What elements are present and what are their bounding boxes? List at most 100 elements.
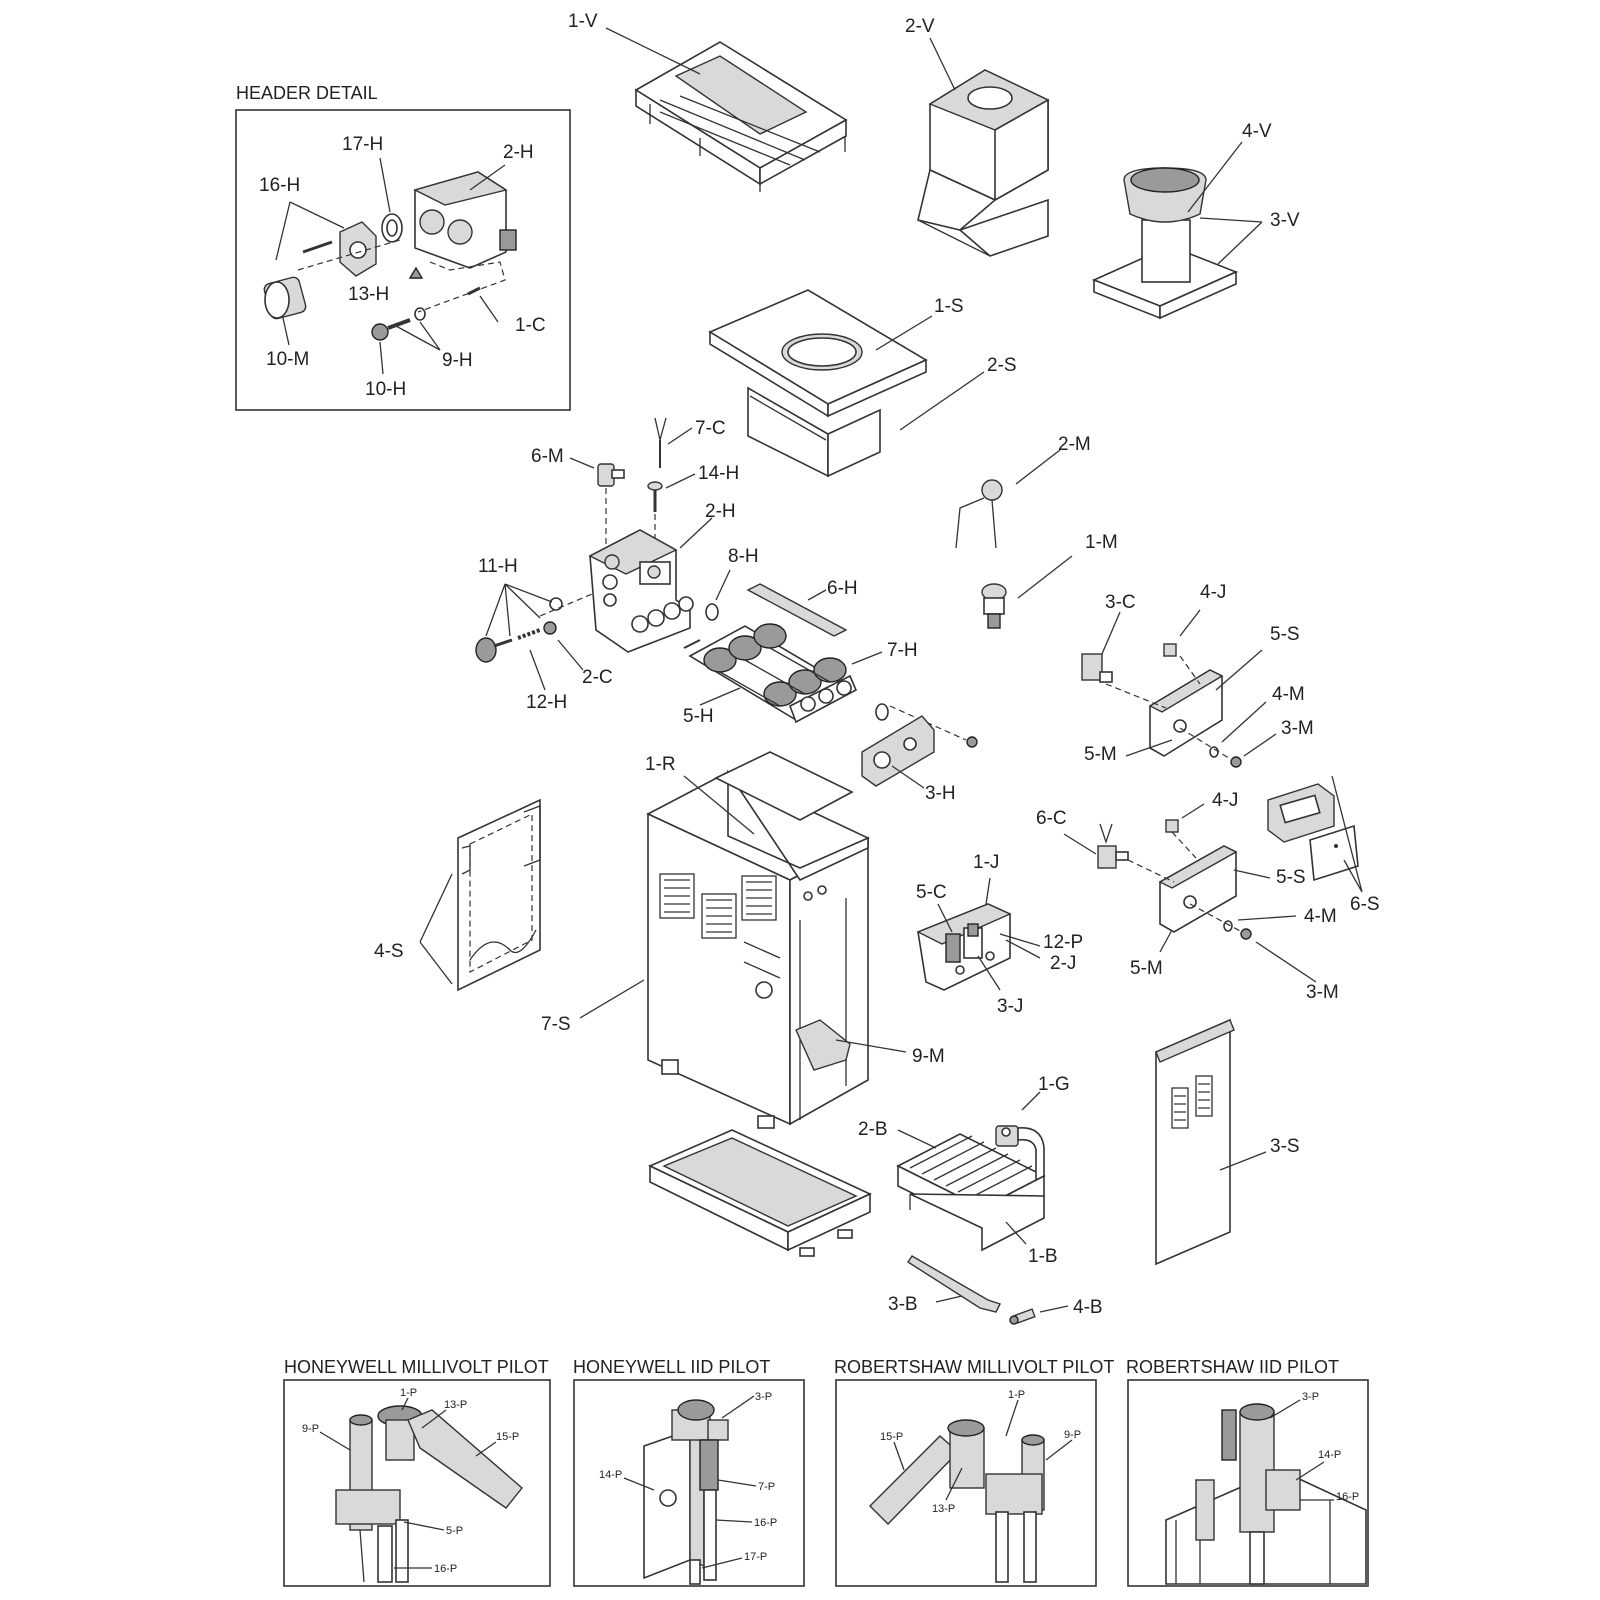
pressure-switch-1-m [981, 583, 1007, 629]
honeywell-millivolt-pilot-inset: HONEYWELL MILLIVOLT PILOT 1-P 13-P 9-P 1… [283, 1357, 551, 1587]
base-tray [648, 1129, 872, 1257]
label-4-b: 4-B [1073, 1297, 1103, 1318]
knob-4-j-lower [1165, 819, 1179, 833]
switch-6-c [1097, 823, 1129, 869]
thermostat-well-7-c [654, 417, 667, 468]
rm-label-13-p: 13-P [932, 1503, 955, 1515]
label-1-b: 1-B [1028, 1246, 1058, 1267]
label-7-h: 7-H [887, 640, 918, 661]
label-1-c: 1-C [515, 315, 546, 336]
bolt-14-h [647, 481, 663, 548]
high-limit-2-m [955, 479, 1003, 549]
rm-label-1-p: 1-P [1008, 1389, 1025, 1401]
label-1-r: 1-R [645, 754, 676, 775]
hi-label-14-p: 14-P [599, 1469, 622, 1481]
label-2-s: 2-S [987, 355, 1017, 376]
label-3-j: 3-J [997, 996, 1023, 1017]
label-12-h: 12-H [526, 692, 567, 713]
label-4-v: 4-V [1242, 121, 1272, 142]
hi-label-7-p: 7-P [758, 1481, 775, 1493]
o-ring-7-h [875, 703, 889, 721]
cabinet-jacket-7-s [646, 751, 870, 1129]
drain-assembly-11-h [475, 593, 593, 663]
rm-label-15-p: 15-P [880, 1431, 903, 1443]
label-3-v: 3-V [1270, 210, 1300, 231]
hm-label-9-p: 9-P [302, 1423, 319, 1435]
label-4-s: 4-S [374, 941, 404, 962]
label-11-h: 11-H [478, 556, 518, 577]
label-2-h-detail: 2-H [503, 142, 534, 163]
label-9-m: 9-M [912, 1046, 945, 1067]
label-2-v: 2-V [905, 16, 935, 37]
label-1-g: 1-G [1038, 1074, 1070, 1095]
label-2-m: 2-M [1058, 434, 1091, 455]
relief-fitting-6-m [597, 463, 625, 546]
flange-bolt [302, 240, 333, 254]
header-detail-heading: HEADER DETAIL [236, 83, 378, 103]
knob-4-j-upper [1163, 643, 1177, 657]
honeywell-millivolt-frame [283, 1379, 551, 1587]
robertshaw-millivolt-frame [835, 1379, 1097, 1587]
label-3-m-lower: 3-M [1306, 982, 1339, 1003]
label-5-m-upper: 5-M [1084, 744, 1117, 765]
switch-3-c [1081, 653, 1113, 683]
robertshaw-millivolt-pilot-inset: ROBERTSHAW MILLIVOLT PILOT 1-P 15-P 9-P … [834, 1357, 1114, 1587]
control-bracket-5-s-lower [1127, 831, 1238, 933]
label-9-h-detail: 9-H [442, 350, 473, 371]
o-ring-8-h [705, 603, 719, 621]
label-4-m-upper: 4-M [1272, 684, 1305, 705]
label-14-h: 14-H [698, 463, 739, 484]
label-5-s-lower: 5-S [1276, 867, 1306, 888]
hi-label-16-p: 16-P [754, 1517, 777, 1529]
label-16-h: 16-H [259, 175, 300, 196]
honeywell-iid-heading: HONEYWELL IID PILOT [573, 1357, 770, 1377]
nut-3-m-upper [1230, 756, 1242, 768]
label-5-h: 5-H [683, 706, 714, 727]
gas-valve-1-g [995, 1125, 1045, 1182]
label-1-m: 1-M [1085, 532, 1118, 553]
hm-label-15-p: 15-P [496, 1431, 519, 1443]
top-vent-cover [634, 41, 848, 192]
sight-glass-6-s [1267, 783, 1359, 882]
hm-label-5-p: 5-P [446, 1525, 463, 1537]
front-door-3-s [1155, 1018, 1235, 1266]
honeywell-iid-frame [573, 1379, 805, 1587]
label-6-s: 6-S [1350, 894, 1380, 915]
label-10-h: 10-H [365, 379, 406, 400]
header-detail-frame [235, 109, 571, 411]
robertshaw-iid-heading: ROBERTSHAW IID PILOT [1126, 1357, 1339, 1377]
label-3-c: 3-C [1105, 592, 1136, 613]
label-5-c: 5-C [916, 882, 947, 903]
nut [966, 736, 978, 748]
label-1-v: 1-V [568, 11, 598, 32]
label-5-s-upper: 5-S [1270, 624, 1300, 645]
burner-tray-2-b [896, 1133, 1046, 1252]
robertshaw-millivolt-heading: ROBERTSHAW MILLIVOLT PILOT [834, 1357, 1114, 1377]
label-3-s: 3-S [1270, 1136, 1300, 1157]
label-1-s: 1-S [934, 296, 964, 317]
label-8-h: 8-H [728, 546, 759, 567]
heat-exchanger-5-h [683, 623, 858, 724]
label-4-j-upper: 4-J [1200, 582, 1226, 603]
hi-label-17-p: 17-P [744, 1551, 767, 1563]
label-1-j: 1-J [973, 852, 999, 873]
draft-hood-2-v [917, 69, 1050, 257]
label-4-m-lower: 4-M [1304, 906, 1337, 927]
orifice-4-b [1009, 1308, 1036, 1325]
label-10-m: 10-M [266, 349, 309, 370]
label-5-m-lower: 5-M [1130, 958, 1163, 979]
side-panel-4-s [457, 798, 541, 992]
label-6-c: 6-C [1036, 808, 1067, 829]
label-12-p: 12-P [1043, 932, 1083, 953]
header-2-h [588, 529, 694, 653]
label-2-c: 2-C [582, 667, 613, 688]
hm-label-16-p: 16-P [434, 1563, 457, 1575]
ri-label-3-p: 3-P [1302, 1391, 1319, 1403]
label-13-h: 13-H [348, 284, 389, 305]
label-3-m-upper: 3-M [1281, 718, 1314, 739]
label-17-h: 17-H [342, 134, 383, 155]
header-detail-header-body [413, 171, 517, 269]
label-6-m: 6-M [531, 446, 564, 467]
hm-label-13-p: 13-P [444, 1399, 467, 1411]
label-2-j: 2-J [1050, 953, 1076, 974]
